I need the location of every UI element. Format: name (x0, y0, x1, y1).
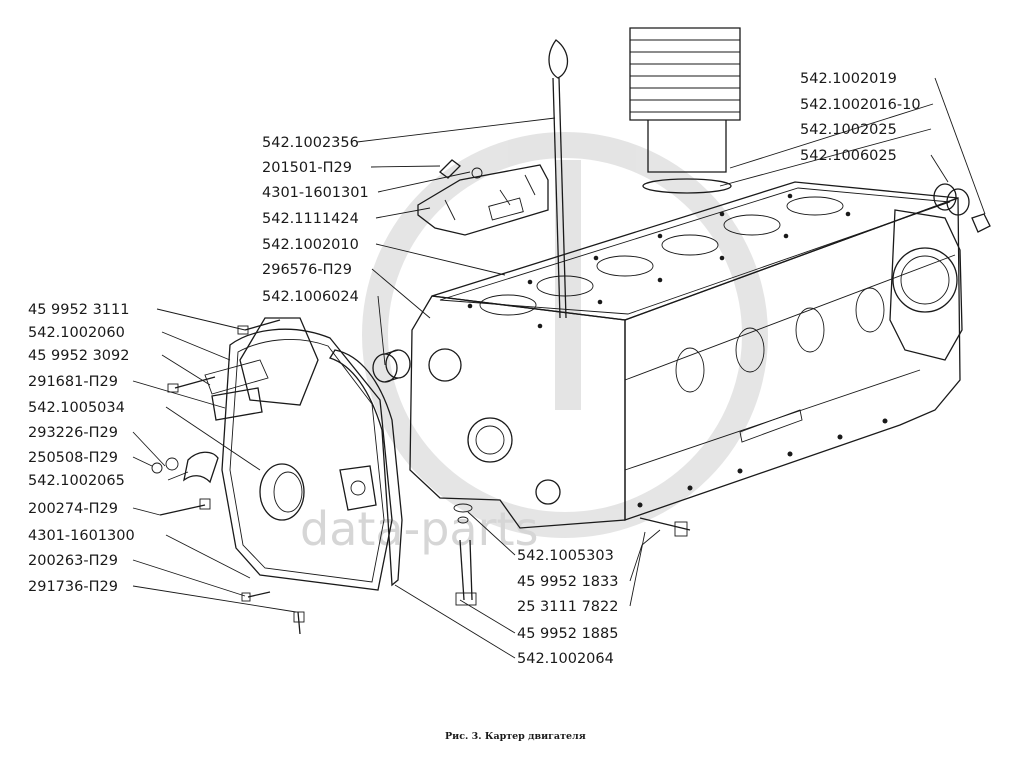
label-part: 45 9952 3092 (28, 348, 129, 364)
label-part: 542.1002019 (800, 71, 897, 87)
label-part: 45 9952 3111 (28, 302, 129, 318)
label-part: 200263-П29 (28, 553, 118, 569)
label-part: 542.1005034 (28, 400, 125, 416)
bearing-cap-bracket (417, 159, 549, 236)
labels-left: 542.1002356 201501-П29 4301-1601301 542.… (28, 135, 369, 595)
label-part: 542.1002025 (800, 122, 897, 138)
labels-right: 542.1002019 542.1002016-10 542.1002025 5… (800, 71, 921, 164)
cylinder-liner (629, 27, 741, 194)
fasteners (151, 319, 691, 635)
label-part: 542.1006025 (800, 148, 897, 164)
label-part: 25 3111 7822 (517, 599, 618, 615)
label-part: 293226-П29 (28, 425, 118, 441)
label-part: 542.1002356 (262, 135, 359, 151)
label-part: 250508-П29 (28, 450, 118, 466)
label-part: 542.1002060 (28, 325, 125, 341)
timing-cover (204, 317, 393, 591)
label-part: 542.1002010 (262, 237, 359, 253)
timing-cover-gasket (329, 349, 403, 587)
label-part: 291736-П29 (28, 579, 118, 595)
label-part: 45 9952 1833 (517, 574, 618, 590)
label-part: 542.1002064 (517, 651, 614, 667)
label-part: 201501-П29 (262, 160, 352, 176)
label-part: 200274-П29 (28, 501, 118, 517)
figure-caption: Рис. 3. Картер двигателя (445, 731, 586, 742)
label-part: 4301-1601301 (262, 185, 369, 201)
watermark-text: data-parts (300, 502, 539, 556)
label-part: 542.1002065 (28, 473, 125, 489)
watermark-logo (362, 132, 768, 538)
label-part: 542.1111424 (262, 211, 359, 227)
label-part: 296576-П29 (262, 262, 352, 278)
label-part: 542.1005303 (517, 548, 614, 564)
label-part: 291681-П29 (28, 374, 118, 390)
label-part: 542.1006024 (262, 289, 359, 305)
front-bushing (372, 349, 411, 383)
labels-bottom: 542.1005303 45 9952 1833 25 3111 7822 45… (517, 548, 618, 667)
oil-seal (183, 451, 219, 484)
rear-bushing (933, 183, 991, 233)
label-part: 45 9952 1885 (517, 626, 618, 642)
label-part: 542.1002016-10 (800, 97, 921, 113)
leader-lines (132, 77, 986, 659)
label-part: 4301-1601300 (28, 528, 135, 544)
